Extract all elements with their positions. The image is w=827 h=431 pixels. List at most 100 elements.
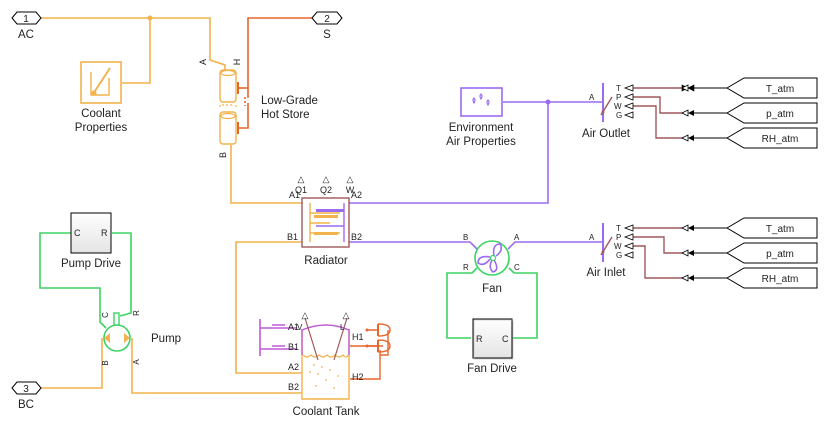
port-number: 2 (324, 14, 330, 25)
svg-text:A1: A1 (289, 190, 300, 200)
svg-text:R: R (476, 334, 483, 344)
svg-text:B2: B2 (288, 382, 299, 392)
from-tag[interactable]: T_atm (681, 77, 818, 99)
line-coolant-props[interactable] (122, 18, 151, 84)
port-label: BC (18, 399, 34, 411)
line-hotstore-to-radiator[interactable] (230, 145, 302, 204)
pump-drive-block[interactable]: C R Pump Drive (61, 212, 121, 270)
line-fan-c-drive[interactable] (508, 267, 538, 339)
svg-text:Radiator: Radiator (304, 255, 348, 267)
svg-text:B: B (463, 233, 468, 242)
svg-text:V: V (297, 323, 303, 332)
line-fan-to-inlet[interactable] (507, 241, 603, 250)
svg-text:A: A (589, 233, 595, 242)
from-tag[interactable]: RH_atm (681, 267, 818, 289)
svg-text:W: W (614, 102, 622, 111)
line-ac-to-hotstore[interactable] (41, 17, 226, 70)
svg-text:Low-Grade: Low-Grade (261, 95, 318, 107)
line-fan-r-drive[interactable] (446, 267, 478, 339)
svg-text:A: A (514, 233, 520, 242)
from-tag[interactable]: p_atm (681, 102, 818, 124)
svg-text:A1: A1 (288, 322, 299, 332)
svg-text:R: R (463, 263, 469, 272)
svg-text:RH_atm: RH_atm (762, 274, 799, 285)
svg-text:RH_atm: RH_atm (762, 134, 799, 145)
svg-text:T: T (616, 224, 621, 233)
svg-text:B2: B2 (351, 232, 362, 242)
svg-text:Fan Drive: Fan Drive (467, 363, 517, 375)
svg-text:Coolant Tank: Coolant Tank (293, 406, 360, 418)
air-inlet-block[interactable]: A T P W G Air Inlet (587, 223, 634, 279)
svg-text:A2: A2 (351, 190, 362, 200)
from-tags-outlet: T_atm p_atm RH_atm (681, 77, 818, 149)
svg-text:T_atm: T_atm (766, 84, 794, 95)
coolant-tank-block[interactable]: △ △ A1 B1 A2 B2 H1 H2 V L Coolant Tank (259, 310, 391, 418)
pump-block[interactable]: C R B A Pump (101, 310, 181, 366)
svg-text:p_atm: p_atm (766, 109, 794, 120)
svg-text:A: A (589, 93, 595, 102)
svg-text:C: C (502, 334, 509, 344)
svg-text:A: A (132, 359, 141, 365)
svg-text:B1: B1 (287, 232, 298, 242)
line-radiator-to-fan[interactable] (345, 241, 478, 250)
svg-text:Environment: Environment (449, 122, 514, 134)
line-pumpdrive-r[interactable] (112, 232, 132, 317)
svg-text:C: C (74, 228, 81, 238)
radiator-block[interactable]: A1 B1 A2 B2 △ △ △ Q1 Q2 W Radiator (287, 174, 362, 267)
svg-text:△: △ (302, 310, 309, 320)
svg-text:Coolant: Coolant (81, 108, 121, 120)
svg-text:H: H (232, 59, 242, 66)
port-3[interactable]: 3 BC (11, 381, 42, 411)
svg-text:Pump Drive: Pump Drive (61, 258, 121, 270)
line-pumpdrive-c[interactable] (39, 232, 107, 329)
svg-text:B: B (101, 360, 110, 365)
from-tags-inlet: T_atm p_atm RH_atm (681, 217, 818, 289)
svg-text:P: P (616, 93, 621, 102)
thermal-lines (238, 17, 312, 129)
svg-text:L: L (340, 323, 345, 332)
fan-block[interactable]: B A R C Fan (463, 233, 520, 295)
svg-text:W: W (614, 242, 622, 251)
svg-text:W: W (346, 185, 355, 195)
line-pump-to-tank[interactable] (131, 338, 307, 394)
svg-text:Pump: Pump (151, 333, 181, 345)
coolant-properties-block[interactable]: Coolant Properties (75, 61, 128, 134)
svg-text:B: B (218, 152, 228, 158)
line-s-to-hotstore[interactable] (247, 17, 312, 98)
fan-drive-block[interactable]: R C Fan Drive (467, 318, 517, 375)
svg-text:T_atm: T_atm (766, 224, 794, 235)
coolant-lines (41, 15, 310, 394)
svg-text:H1: H1 (352, 332, 364, 342)
svg-text:Air Outlet: Air Outlet (582, 128, 631, 140)
from-tag[interactable]: p_atm (681, 242, 818, 264)
line-env-to-radiator[interactable] (345, 102, 549, 204)
svg-text:G: G (616, 251, 622, 260)
fan-icon (477, 243, 503, 273)
svg-text:p_atm: p_atm (766, 249, 794, 260)
beaker-icon (90, 72, 110, 96)
mechanical-lines (39, 232, 538, 339)
svg-text:C: C (101, 312, 110, 318)
svg-text:△: △ (298, 174, 305, 184)
env-air-properties-block[interactable]: Environment Air Properties (446, 87, 516, 148)
line-bc-to-pump[interactable] (41, 338, 103, 389)
svg-text:Hot Store: Hot Store (261, 109, 310, 121)
svg-text:A2: A2 (288, 362, 299, 372)
line-radiator-b1-to-tank-a2[interactable] (235, 241, 310, 374)
svg-text:T: T (616, 84, 621, 93)
from-tag[interactable]: T_atm (681, 217, 818, 239)
svg-text:Q1: Q1 (295, 185, 307, 195)
port-2[interactable]: 2 S (311, 11, 343, 41)
air-outlet-block[interactable]: A T P W G Air Outlet (582, 83, 634, 140)
svg-text:R: R (132, 310, 141, 316)
droplets-icon (472, 93, 490, 107)
svg-text:C: C (514, 263, 520, 272)
bubbles (309, 364, 339, 389)
from-tag[interactable]: RH_atm (681, 127, 818, 149)
svg-text:Fan: Fan (482, 283, 502, 295)
svg-text:R: R (101, 228, 108, 238)
svg-text:△: △ (323, 174, 330, 184)
port-number: 3 (23, 384, 29, 395)
port-1[interactable]: 1 AC (11, 11, 42, 41)
hot-store-block[interactable]: A H B Low-Grade Hot Store (198, 59, 318, 158)
